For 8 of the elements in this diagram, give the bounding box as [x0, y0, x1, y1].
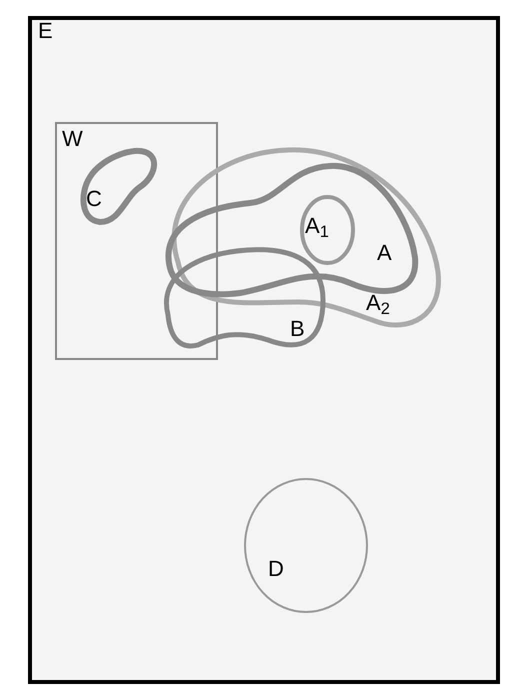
- set-label: A$_{1}$: [305, 215, 329, 237]
- set-label: W: [62, 128, 83, 150]
- set-label: D: [268, 558, 284, 580]
- set-label: A$_{2}$: [366, 292, 390, 314]
- set-label: E: [38, 20, 53, 42]
- set-label: A: [377, 242, 392, 264]
- set-label: C: [86, 188, 102, 210]
- set-label: B: [290, 318, 305, 340]
